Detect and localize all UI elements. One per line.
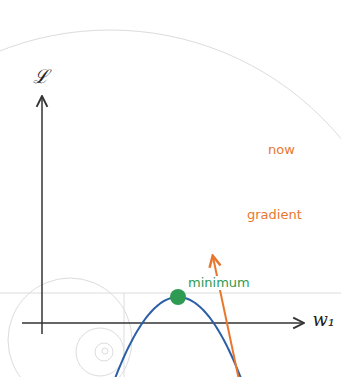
guide-circle bbox=[102, 348, 108, 354]
point-label: now bbox=[266, 143, 297, 157]
minimum-point bbox=[170, 289, 186, 305]
guide-line bbox=[124, 293, 125, 377]
loss-curve bbox=[57, 297, 290, 377]
axis-label: w₁ bbox=[310, 310, 337, 330]
guide-circle bbox=[95, 343, 113, 361]
arrow-label: gradient bbox=[245, 208, 304, 222]
y-axis bbox=[41, 96, 43, 334]
gradient-arrow bbox=[213, 257, 249, 377]
guide-circle bbox=[0, 30, 341, 377]
point-label: minimum bbox=[186, 276, 252, 290]
background-spiral bbox=[0, 30, 341, 377]
guide-circle bbox=[76, 328, 124, 376]
x-axis bbox=[22, 322, 304, 324]
axis-label: ℒ bbox=[31, 66, 51, 87]
guide-line bbox=[0, 293, 341, 294]
